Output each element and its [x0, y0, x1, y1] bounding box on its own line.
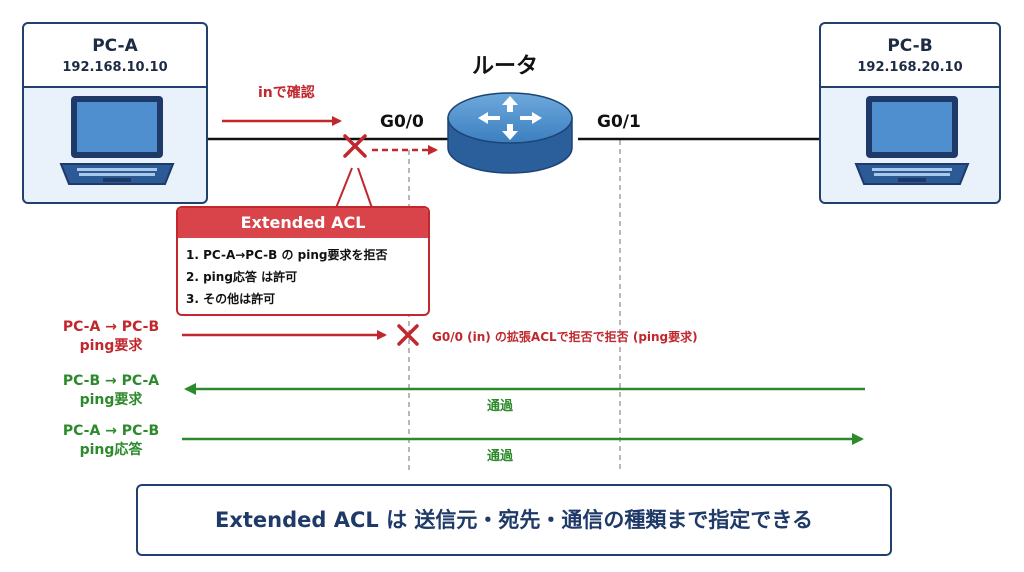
- pc-b-name: PC-B: [887, 36, 933, 56]
- acl-rule-list: 1. PC-A→PC-B の ping要求を拒否 2. ping応答 は許可 3…: [178, 244, 428, 310]
- port-label-g0-1: G0/1: [597, 112, 641, 132]
- laptop-icon: [59, 96, 175, 185]
- deny-x-icon: [343, 134, 367, 158]
- flow-2-pass-note: 通過: [487, 399, 514, 414]
- pc-b-ip: 192.168.20.10: [857, 60, 963, 75]
- summary-box: Extended ACL は 送信元・宛先・通信の種類まで指定できる: [136, 484, 892, 556]
- flow-label-2: PC-B → PC-A ping要求: [52, 372, 170, 410]
- acl-box: Extended ACL 1. PC-A→PC-B の ping要求を拒否 2.…: [176, 206, 430, 316]
- acl-rule: 3. その他は許可: [186, 292, 276, 306]
- pc-b-box: PC-B 192.168.20.10: [819, 22, 1001, 204]
- flow-label-3-line1: PC-A → PC-B: [62, 423, 160, 439]
- acl-rule: 2. ping応答 は許可: [186, 270, 298, 284]
- flow-label-3-line2: ping応答: [79, 442, 143, 458]
- direction-label: inで確認: [258, 85, 315, 101]
- flow-label-1-line1: PC-A → PC-B: [62, 319, 160, 335]
- acl-title: Extended ACL: [178, 208, 428, 238]
- flow-3-pass-note: 通過: [487, 449, 514, 464]
- pc-a-header: PC-A 192.168.10.10: [24, 24, 206, 88]
- pc-a-ip: 192.168.10.10: [62, 60, 168, 75]
- flow-label-2-line2: ping要求: [79, 392, 143, 408]
- pc-a-name: PC-A: [92, 36, 138, 56]
- router-title: ルータ: [472, 54, 539, 79]
- flow-1-deny-note: G0/0 (in) の拡張ACLで拒否で拒否 (ping要求): [432, 330, 698, 344]
- flow-label-1: PC-A → PC-B ping要求: [52, 318, 170, 356]
- acl-callout-connector: [335, 167, 373, 209]
- flow-label-1-line2: ping要求: [79, 338, 143, 354]
- acl-rule: 1. PC-A→PC-B の ping要求を拒否: [186, 248, 388, 262]
- laptop-icon: [854, 96, 970, 185]
- flow-label-3: PC-A → PC-B ping応答: [52, 422, 170, 460]
- flow-label-2-line1: PC-B → PC-A: [62, 373, 160, 389]
- pc-a-box: PC-A 192.168.10.10: [22, 22, 208, 204]
- pc-b-header: PC-B 192.168.20.10: [821, 24, 999, 88]
- port-label-g0-0: G0/0: [380, 112, 424, 132]
- router-icon: [447, 92, 573, 174]
- flow-deny-x-icon: [397, 324, 419, 346]
